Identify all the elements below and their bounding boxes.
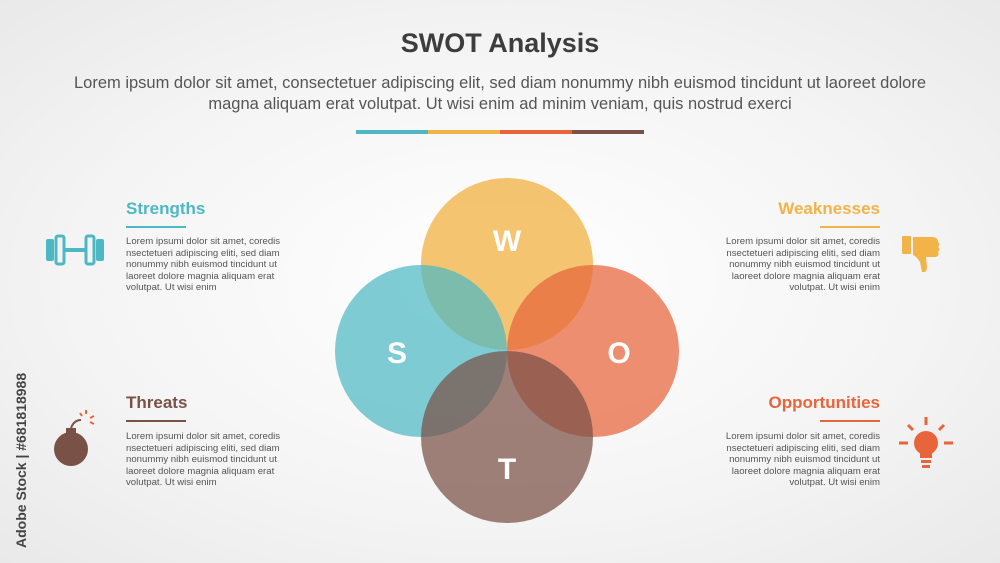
weaknesses-underline — [820, 226, 880, 228]
lightbulb-icon — [899, 417, 953, 468]
color-bar-weaknesses — [428, 130, 500, 134]
letter-w: W — [493, 225, 522, 258]
stock-watermark: Adobe Stock | #681818988 — [13, 373, 29, 548]
page-subtitle: Lorem ipsum dolor sit amet, consectetuer… — [73, 74, 927, 113]
letter-s: S — [387, 337, 407, 370]
weaknesses-title: Weaknesses — [778, 199, 880, 218]
threats-underline — [126, 420, 186, 422]
letter-o: O — [607, 337, 630, 370]
strengths-text: Lorem ipsumi dolor sit amet, coredis nse… — [126, 236, 281, 294]
weaknesses-text: Lorem ipsumi dolor sit amet, coredis nse… — [725, 236, 880, 294]
letter-t: T — [498, 453, 516, 486]
bomb-icon — [54, 410, 95, 466]
strengths-title: Strengths — [126, 199, 206, 218]
threats-title: Threats — [126, 393, 188, 412]
svg-text:Adobe Stock | #681818988: Adobe Stock | #681818988 — [13, 373, 29, 548]
circle-t — [421, 351, 593, 523]
strengths-underline — [126, 226, 186, 228]
color-bar-strengths — [356, 130, 428, 134]
opportunities-underline — [820, 420, 880, 422]
thumbs-down-icon — [902, 236, 940, 273]
dumbbell-icon — [46, 234, 104, 266]
threats-text: Lorem ipsumi dolor sit amet, coredis nse… — [126, 431, 281, 489]
opportunities-text: Lorem ipsumi dolor sit amet, coredis nse… — [725, 431, 880, 489]
page-title: SWOT Analysis — [400, 28, 600, 58]
color-bar-threats — [572, 130, 644, 134]
color-bar-opportunities — [500, 130, 572, 134]
opportunities-title: Opportunities — [768, 393, 880, 412]
